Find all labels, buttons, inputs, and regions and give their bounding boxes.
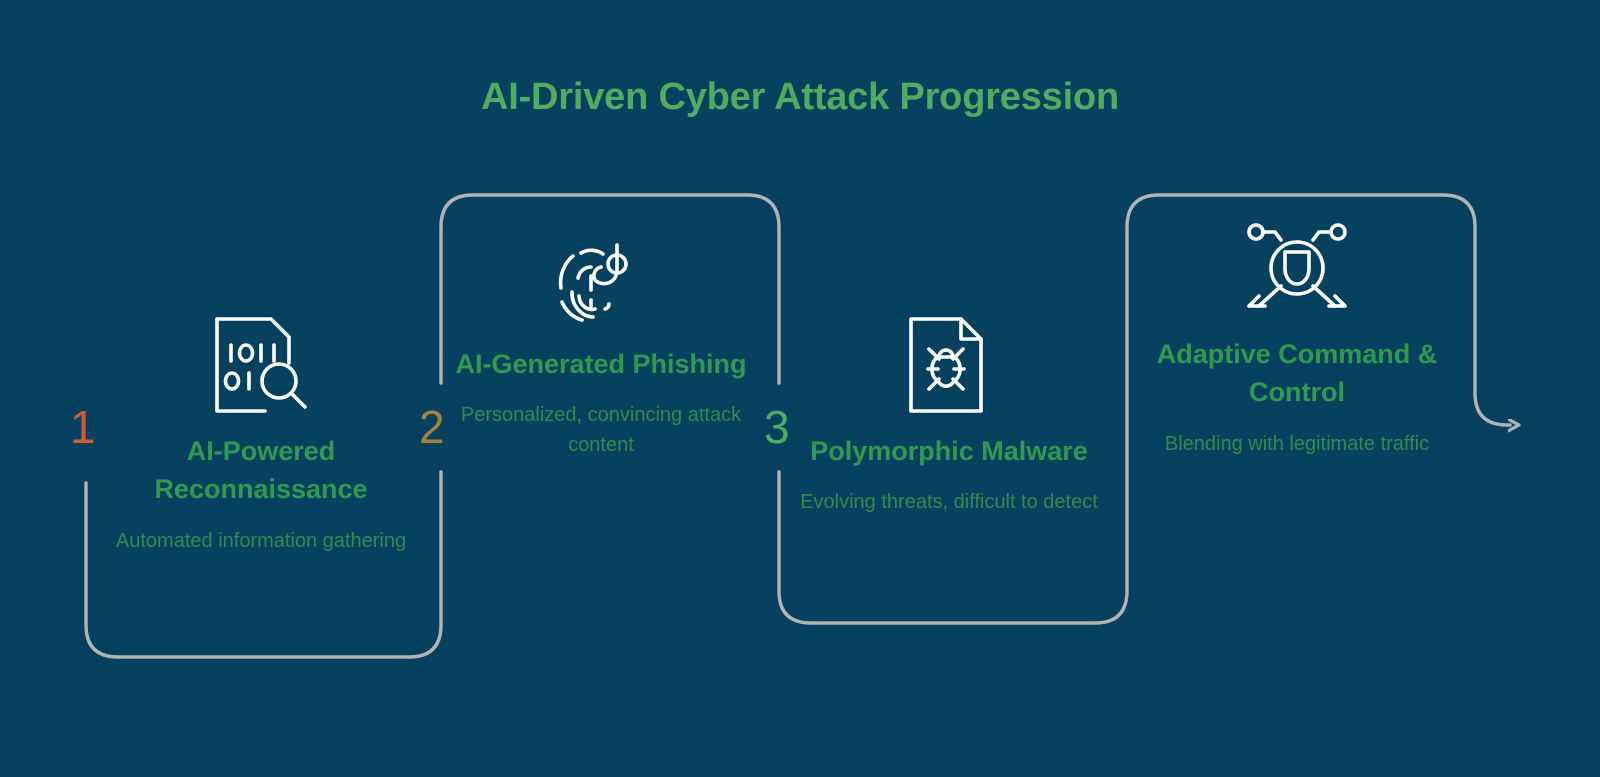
step-3[interactable]: Polymorphic Malware Evolving threats, di…: [799, 310, 1099, 518]
step-4-title: Adaptive Command & Control: [1156, 339, 1438, 408]
step-4-description: Blending with legitimate traffic: [1164, 432, 1430, 455]
step-3-title: Polymorphic Malware: [810, 436, 1088, 466]
step-marker-2: 2: [419, 401, 445, 453]
step-4-icon-wrap: [1147, 213, 1447, 323]
step-3-description: Evolving threats, difficult to detect: [800, 491, 1098, 514]
step-1-title: AI-Powered Reconnaissance: [154, 436, 368, 505]
document-bug-icon: [909, 317, 983, 413]
step-1[interactable]: AI-Powered Reconnaissance Automated info…: [111, 310, 411, 556]
step-3-icon-wrap: [799, 310, 1099, 420]
document-binary-magnifier-icon: [215, 317, 307, 413]
step-marker-1: 1: [70, 401, 96, 453]
connector-segment-1: [84, 470, 443, 659]
page-title: AI-Driven Cyber Attack Progression: [481, 76, 1119, 118]
step-1-description: Automated information gathering: [115, 529, 407, 552]
step-4[interactable]: Adaptive Command & Control Blending with…: [1147, 213, 1447, 459]
step-1-icon-wrap: [111, 310, 411, 420]
step-2-icon-wrap: [451, 223, 751, 333]
step-marker-3: 3: [764, 401, 790, 453]
step-2-description: Personalized, convincing attack content: [460, 404, 742, 456]
fingerprint-fishhook-icon: [558, 243, 628, 322]
step-2[interactable]: AI-Generated Phishing Personalized, conv…: [451, 223, 751, 460]
step-2-title: AI-Generated Phishing: [455, 349, 747, 379]
connector-segment-2: [439, 193, 781, 385]
connector-segment-3: [777, 193, 1510, 625]
shield-network-nodes-icon: [1247, 223, 1347, 308]
